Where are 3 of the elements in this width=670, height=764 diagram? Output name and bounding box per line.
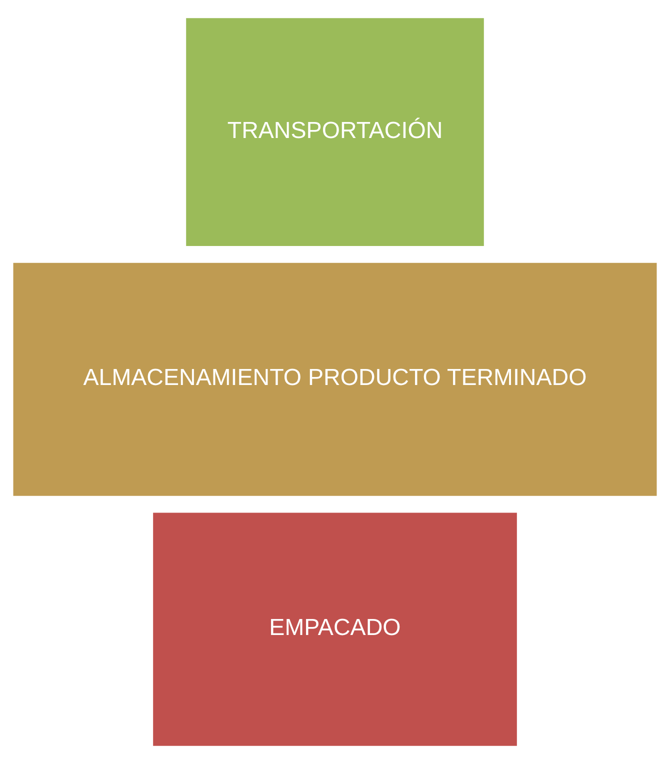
node-box: EMPACADO: [153, 512, 517, 746]
node-box: TRANSPORTACIÓN: [186, 18, 484, 246]
node-box: ALMACENAMIENTO PRODUCTO TERMINADO: [13, 262, 657, 496]
